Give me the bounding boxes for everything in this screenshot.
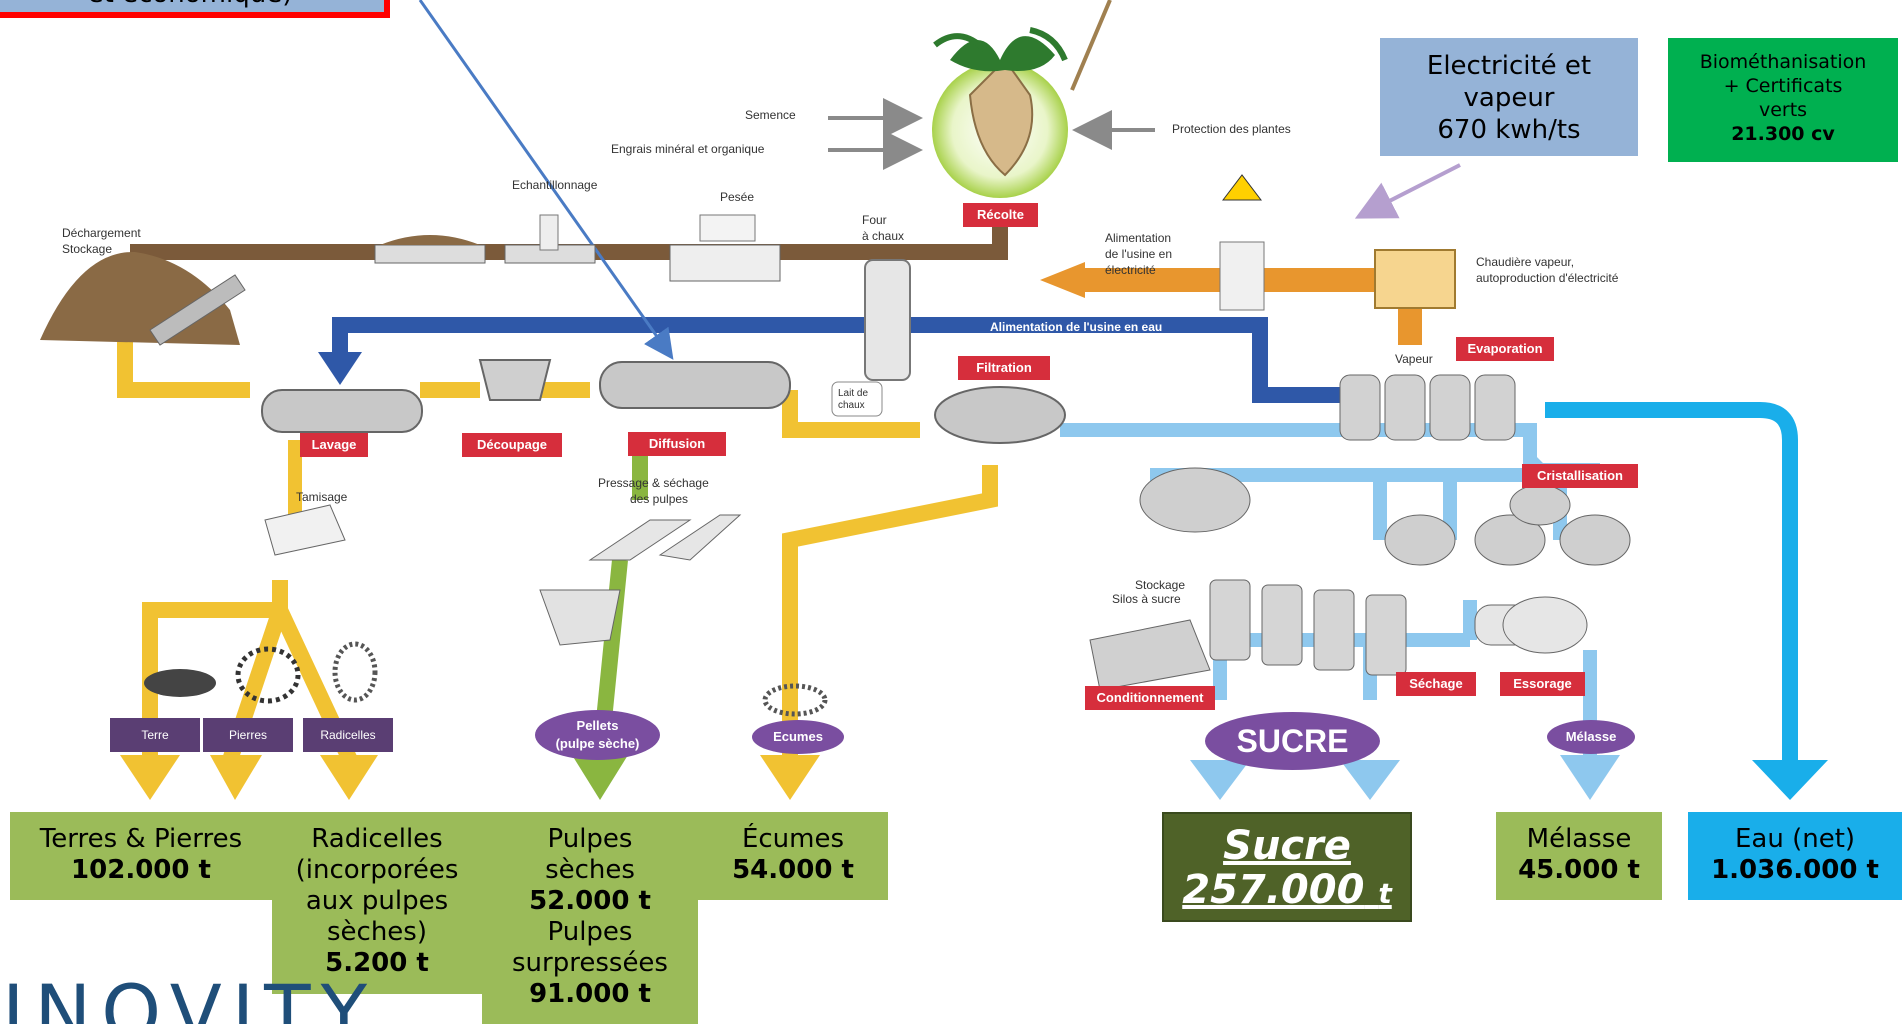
high-voltage-icon <box>1221 174 1263 201</box>
filter-icon <box>934 386 1066 444</box>
label-a-chaux: à chaux <box>862 229 905 243</box>
tag-conditionnement: Conditionnement <box>1085 686 1215 710</box>
top-left-note-box: et économique) <box>0 0 390 18</box>
label-pressage-2: des pulpes <box>630 492 689 506</box>
tag-sechage: Séchage <box>1396 672 1476 696</box>
lime-kiln-icon <box>864 259 911 381</box>
output-radicelles: Radicelles (incorporées aux pulpes sèche… <box>272 812 482 994</box>
water-supply-line <box>332 317 1340 403</box>
washing-drum-icon <box>261 389 423 433</box>
output-eau: Eau (net) 1.036.000 t <box>1688 812 1902 900</box>
radicelles-heap-icon <box>332 641 378 703</box>
input-semence: Semence <box>745 108 796 122</box>
ecumes-heap-icon <box>762 683 828 717</box>
pellet-machine-icon <box>539 589 621 646</box>
tag-terre: Terre <box>110 718 200 752</box>
label-stockage: Stockage <box>62 242 113 256</box>
label-pressage-1: Pressage & séchage <box>598 476 709 490</box>
label-dechargement: Déchargement <box>62 226 141 240</box>
label-pesee: Pesée <box>720 190 755 204</box>
scale-icon <box>669 244 781 282</box>
output-terres-pierres: Terres & Pierres 102.000 t <box>10 812 272 900</box>
label-alim-elec-2: de l'usine en <box>1105 247 1173 261</box>
label-stockage-silos-1: Stockage <box>1135 578 1186 592</box>
truck-icon <box>374 244 486 264</box>
label-alim-eau: Alimentation de l'usine en eau <box>990 320 1163 334</box>
boiler-icon <box>1374 249 1456 309</box>
tag-pierres: Pierres <box>203 718 293 752</box>
tag-melasse: Mélasse <box>1547 720 1635 754</box>
input-engrais: Engrais minéral et organique <box>611 142 765 156</box>
press-icon <box>588 519 692 561</box>
sugar-silos-icon <box>1209 579 1407 676</box>
inovity-logo: INOVITY <box>2 968 378 1024</box>
label-chaux: chaux <box>838 400 865 411</box>
label-four: Four <box>862 213 887 227</box>
centrifugal-icon <box>1502 596 1588 654</box>
pierres-heap-icon <box>235 646 301 704</box>
evaporator-icons <box>1339 374 1516 441</box>
tag-filtration: Filtration <box>958 356 1050 380</box>
tag-pellets: Pellets (pulpe sèche) <box>535 710 660 760</box>
cutter-icon <box>478 359 552 401</box>
output-ecumes: Écumes 54.000 t <box>698 812 888 900</box>
yellow-flow-line <box>117 320 250 398</box>
water-output-line <box>1545 402 1798 770</box>
biomethanisation-box: Biométhanisation + Certificats verts 21.… <box>1668 38 1898 162</box>
label-vapeur: Vapeur <box>1395 352 1433 366</box>
label-chaudiere-2: autoproduction d'électricité <box>1476 271 1619 285</box>
tag-essorage: Essorage <box>1500 672 1585 696</box>
input-protection: Protection des plantes <box>1172 122 1291 136</box>
electric-cabinet-icon <box>1219 241 1265 311</box>
sieve-icon <box>264 504 346 556</box>
label-tamisage: Tamisage <box>296 490 348 504</box>
tag-lavage: Lavage <box>300 433 368 457</box>
energy-box: Electricité et vapeur 670 kwh/ts <box>1380 38 1638 156</box>
label-echantillonnage: Echantillonnage <box>512 178 598 192</box>
label-alim-elec-1: Alimentation <box>1105 231 1172 245</box>
diffuser-icon <box>599 361 791 409</box>
terre-heap-icon <box>144 669 216 697</box>
tag-sucre-big: SUCRE <box>1205 712 1380 770</box>
packaging-machine-icon <box>1089 619 1211 691</box>
output-melasse: Mélasse 45.000 t <box>1496 812 1662 900</box>
output-sucre: Sucre 257.000 t <box>1162 812 1412 922</box>
tag-ecumes: Ecumes <box>752 720 844 754</box>
tag-cristallisation: Cristallisation <box>1522 464 1638 488</box>
label-chaudiere-1: Chaudière vapeur, <box>1476 255 1575 269</box>
tag-radicelles: Radicelles <box>303 718 393 752</box>
tag-recolte: Récolte <box>963 203 1038 227</box>
tag-evaporation: Evaporation <box>1456 337 1554 361</box>
label-alim-elec-3: électricité <box>1105 263 1156 277</box>
tag-diffusion: Diffusion <box>628 432 726 456</box>
label-stockage-silos-2: Silos à sucre <box>1112 592 1181 606</box>
crystallizer-icon <box>1139 467 1251 533</box>
output-pulpes: Pulpes sèches 52.000 t Pulpes surpressée… <box>482 812 698 1024</box>
tag-decoupage: Découpage <box>462 433 562 457</box>
centrifuge-icons <box>1384 484 1631 566</box>
label-lait: Lait de <box>838 388 869 399</box>
